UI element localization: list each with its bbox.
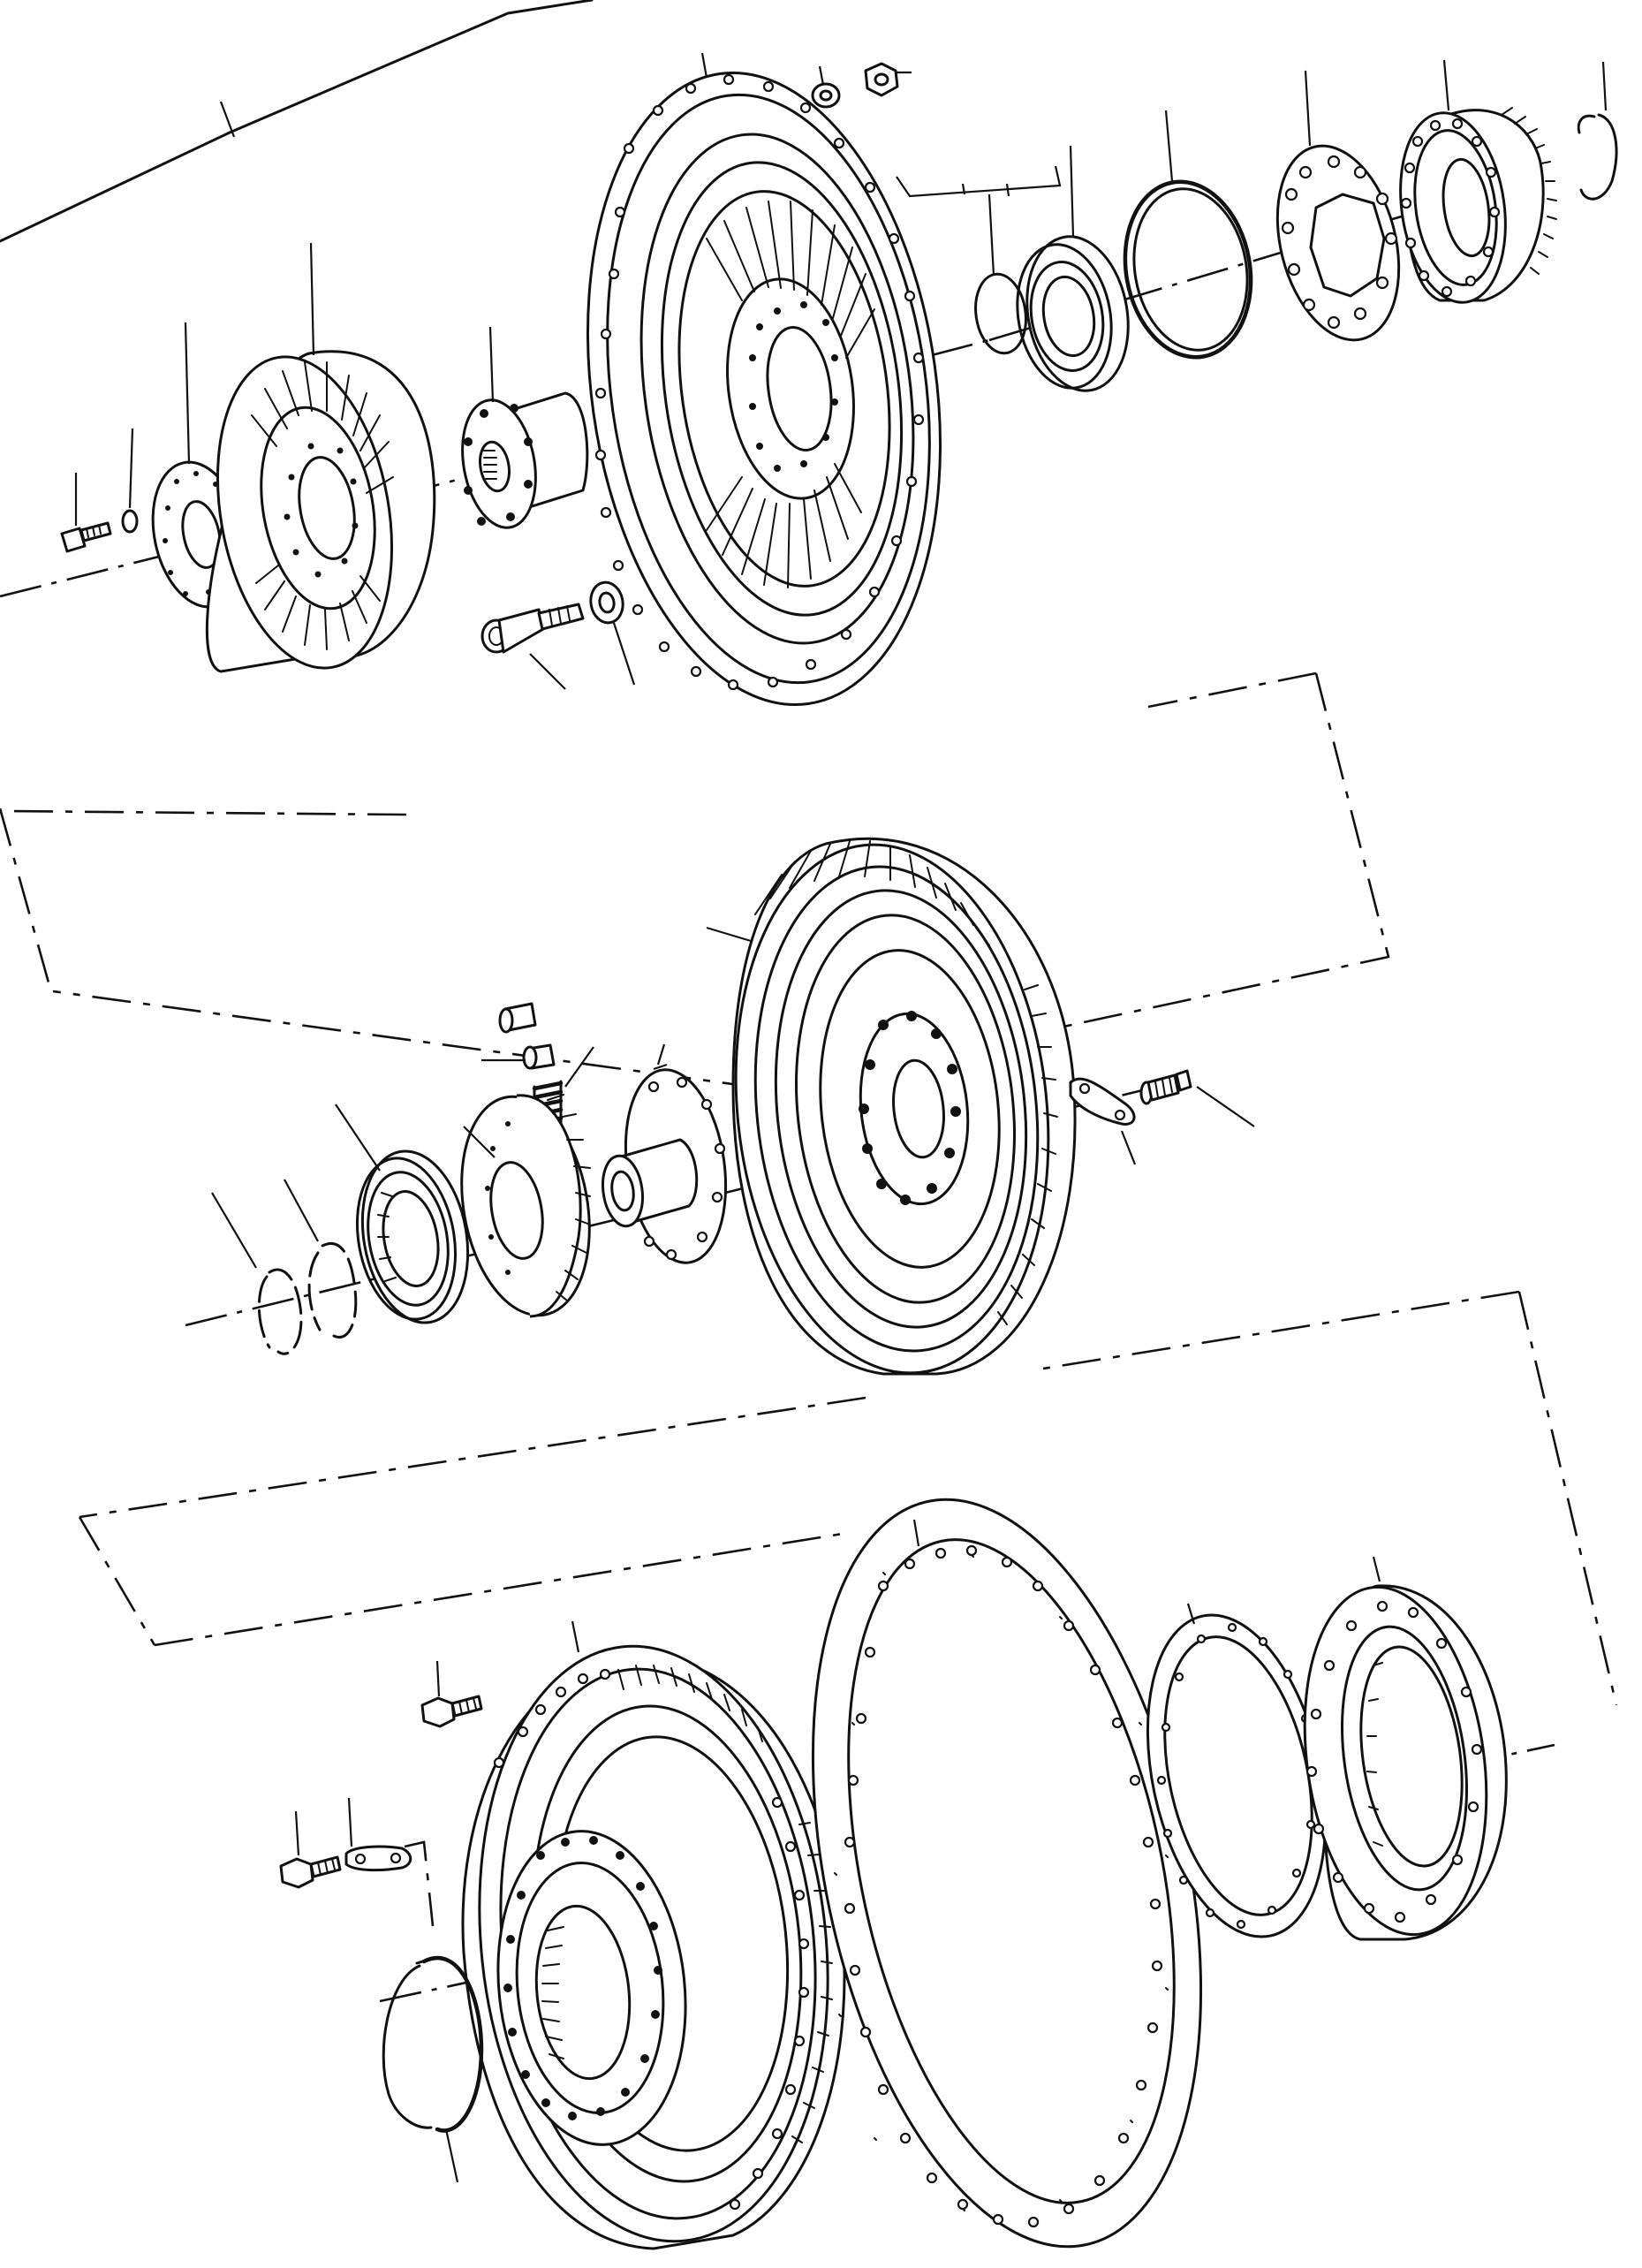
snap-ring-top-right	[1577, 61, 1618, 201]
stator-wheel	[706, 837, 1077, 1376]
spring-pin	[481, 1043, 556, 1070]
gasket-large-lower	[811, 1498, 1203, 2249]
snap-ring-middle-a	[211, 1192, 303, 1355]
freewheel-hub	[602, 1043, 728, 1264]
turbine-wheel-large	[586, 52, 942, 707]
cap-screw-upper	[480, 603, 585, 690]
washer-upper-left	[121, 428, 139, 534]
bolt-lower-top	[420, 1660, 483, 1728]
dowel-pin	[498, 1002, 537, 1034]
bolt-lower-left	[279, 1810, 342, 1889]
drive-gear-hub	[1399, 59, 1557, 304]
lock-plate-middle	[1069, 1077, 1137, 1165]
snap-ring-middle-b	[284, 1179, 358, 1339]
screw-middle-right	[1139, 1069, 1255, 1127]
lock-plate-lower	[344, 1797, 435, 1927]
bolt-upper-left	[60, 473, 112, 553]
dashed-boundary-lower	[78, 1290, 1618, 1706]
pump-impeller	[205, 242, 436, 673]
bearing-middle	[335, 1104, 470, 1324]
freewheel-race	[460, 1094, 591, 1318]
housing-edge	[0, 0, 594, 243]
washer-upper-center	[589, 580, 636, 686]
cover-housing	[461, 1620, 846, 2250]
nut-top	[864, 62, 912, 97]
flange-ring-lower	[1303, 1556, 1508, 1941]
bearing-upper	[1016, 145, 1130, 392]
hub-shaft-upper	[461, 326, 589, 529]
snap-ring-lower	[382, 1955, 484, 2183]
dashed-boundary-upper	[0, 671, 1390, 1109]
gasket-plate-upper	[1275, 70, 1401, 342]
shim-ring-upper	[896, 165, 1062, 355]
seal-ring-upper	[1123, 110, 1253, 360]
lock-washer-top	[811, 65, 841, 109]
